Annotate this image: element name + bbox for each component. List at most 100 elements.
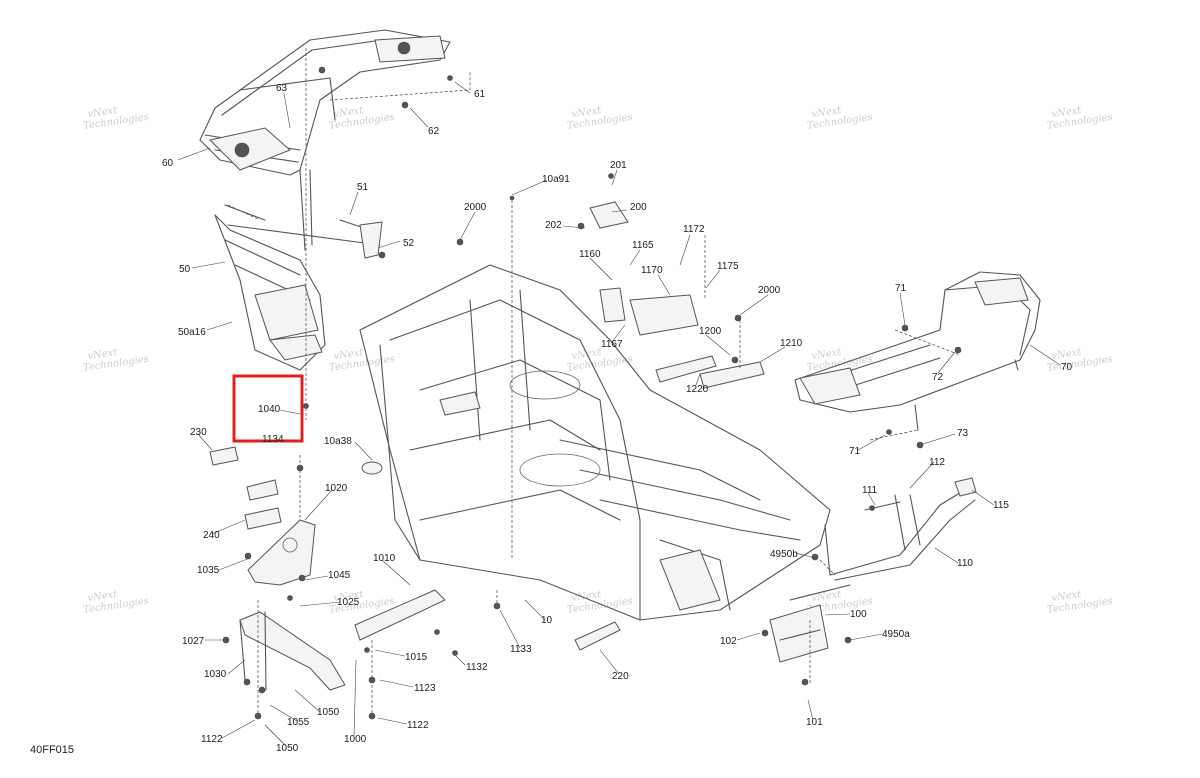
callout-1132[interactable]: 1132 xyxy=(466,662,488,673)
watermark: vNext Technologies xyxy=(328,105,395,132)
callout-1020[interactable]: 1020 xyxy=(325,483,348,494)
callout-50a16[interactable]: 50a16 xyxy=(178,327,206,338)
callout-62[interactable]: 62 xyxy=(428,126,440,137)
callout-240[interactable]: 240 xyxy=(203,530,220,541)
svg-text:vNext: vNext xyxy=(811,347,843,362)
watermark: vNext Technologies xyxy=(1046,347,1113,374)
watermark: vNext Technologies xyxy=(1046,105,1113,132)
callout-1175[interactable]: 1175 xyxy=(717,261,739,272)
callout-71-bottom[interactable]: 71 xyxy=(849,446,861,457)
svg-text:vNext: vNext xyxy=(87,347,119,362)
callout-1027[interactable]: 1027 xyxy=(182,636,205,647)
callout-4950a[interactable]: 4950a xyxy=(882,629,910,640)
callout-1123[interactable]: 1123 xyxy=(414,683,436,694)
callout-71-top[interactable]: 71 xyxy=(895,283,907,294)
callout-1040[interactable]: 1040 xyxy=(258,404,281,415)
callout-1000[interactable]: 1000 xyxy=(344,734,367,745)
callout-1134[interactable]: 1134 xyxy=(262,434,284,445)
callout-1122-left[interactable]: 1122 xyxy=(201,734,223,745)
watermark: vNext Technologies xyxy=(82,347,149,374)
callout-112[interactable]: 112 xyxy=(929,457,945,468)
callout-72[interactable]: 72 xyxy=(932,372,944,383)
callout-1160[interactable]: 1160 xyxy=(579,249,601,260)
callout-1050-lower[interactable]: 1050 xyxy=(276,743,299,754)
callout-1035[interactable]: 1035 xyxy=(197,565,220,576)
highlight-box xyxy=(232,374,304,443)
callout-1045[interactable]: 1045 xyxy=(328,570,351,581)
watermark: vNext Technologies xyxy=(566,347,633,374)
callout-115[interactable]: 115 xyxy=(993,500,1009,511)
callout-73[interactable]: 73 xyxy=(957,428,969,439)
callout-220[interactable]: 220 xyxy=(612,671,629,682)
callout-1025[interactable]: 1025 xyxy=(337,597,360,608)
watermarks: vNext Technologies vNext Technologies vN… xyxy=(82,105,1113,616)
fasteners xyxy=(222,66,962,720)
callout-1055[interactable]: 1055 xyxy=(287,717,310,728)
callout-102[interactable]: 102 xyxy=(720,636,737,647)
rear-rack-assembly xyxy=(794,271,1041,431)
callout-labels: 63 61 62 60 51 52 50 50a16 10a91 2000 20… xyxy=(162,83,1073,754)
svg-text:vNext: vNext xyxy=(571,589,603,604)
callout-4950b[interactable]: 4950b xyxy=(770,549,798,560)
svg-text:vNext: vNext xyxy=(333,589,365,604)
right-suspension-arm xyxy=(824,477,977,581)
callout-2000-right[interactable]: 2000 xyxy=(758,285,781,296)
callout-52[interactable]: 52 xyxy=(403,238,415,249)
watermark: vNext Technologies xyxy=(566,589,633,616)
watermark: vNext Technologies xyxy=(82,589,149,616)
callout-1015[interactable]: 1015 xyxy=(405,652,428,663)
callout-63[interactable]: 63 xyxy=(276,83,288,94)
callout-1210[interactable]: 1210 xyxy=(780,338,803,349)
left-seat-frame-assembly xyxy=(214,204,383,371)
svg-text:vNext: vNext xyxy=(1051,105,1083,120)
svg-text:vNext: vNext xyxy=(333,347,365,362)
svg-text:vNext: vNext xyxy=(811,105,843,120)
callout-70[interactable]: 70 xyxy=(1061,362,1073,373)
svg-text:vNext: vNext xyxy=(333,105,365,120)
callout-10[interactable]: 10 xyxy=(541,615,553,626)
diagram-code: 40FF015 xyxy=(30,744,75,756)
callout-1122-right[interactable]: 1122 xyxy=(407,720,429,731)
callout-2000-top[interactable]: 2000 xyxy=(464,202,487,213)
callout-1170[interactable]: 1170 xyxy=(641,265,663,276)
watermark: vNext Technologies xyxy=(806,105,873,132)
left-lower-parts xyxy=(209,446,621,691)
svg-text:vNext: vNext xyxy=(1051,589,1083,604)
svg-text:vNext: vNext xyxy=(87,105,119,120)
callout-202[interactable]: 202 xyxy=(545,220,562,231)
callout-1200[interactable]: 1200 xyxy=(699,326,722,337)
watermark: vNext Technologies xyxy=(328,347,395,374)
callout-111[interactable]: 111 xyxy=(862,485,878,496)
svg-text:vNext: vNext xyxy=(1051,347,1083,362)
watermark: vNext Technologies xyxy=(82,105,149,132)
callout-230[interactable]: 230 xyxy=(190,427,207,438)
callout-51[interactable]: 51 xyxy=(357,182,369,193)
callout-1030[interactable]: 1030 xyxy=(204,669,227,680)
callout-1167[interactable]: 1167 xyxy=(601,339,623,350)
callout-1050-upper[interactable]: 1050 xyxy=(317,707,340,718)
mid-bracket-parts xyxy=(589,201,765,389)
callout-1220[interactable]: 1220 xyxy=(686,384,709,395)
callout-60[interactable]: 60 xyxy=(162,158,174,169)
callout-50[interactable]: 50 xyxy=(179,264,191,275)
callout-10a38[interactable]: 10a38 xyxy=(324,436,352,447)
callout-110[interactable]: 110 xyxy=(957,558,973,569)
callout-1165[interactable]: 1165 xyxy=(632,240,654,251)
callout-61[interactable]: 61 xyxy=(474,89,486,100)
callout-1010[interactable]: 1010 xyxy=(373,553,396,564)
callout-200[interactable]: 200 xyxy=(630,202,647,213)
watermark: vNext Technologies xyxy=(566,105,633,132)
watermark: vNext Technologies xyxy=(806,347,873,374)
callout-1172[interactable]: 1172 xyxy=(683,224,705,235)
svg-text:vNext: vNext xyxy=(87,589,119,604)
callout-1133[interactable]: 1133 xyxy=(510,644,532,655)
svg-text:vNext: vNext xyxy=(571,105,603,120)
lower-right-bracket xyxy=(769,584,851,663)
callout-101[interactable]: 101 xyxy=(806,717,823,728)
callout-201[interactable]: 201 xyxy=(610,160,627,171)
callout-100[interactable]: 100 xyxy=(850,609,867,620)
callout-10a91[interactable]: 10a91 xyxy=(542,174,570,185)
top-rack-assembly xyxy=(199,29,451,251)
watermark: vNext Technologies xyxy=(1046,589,1113,616)
